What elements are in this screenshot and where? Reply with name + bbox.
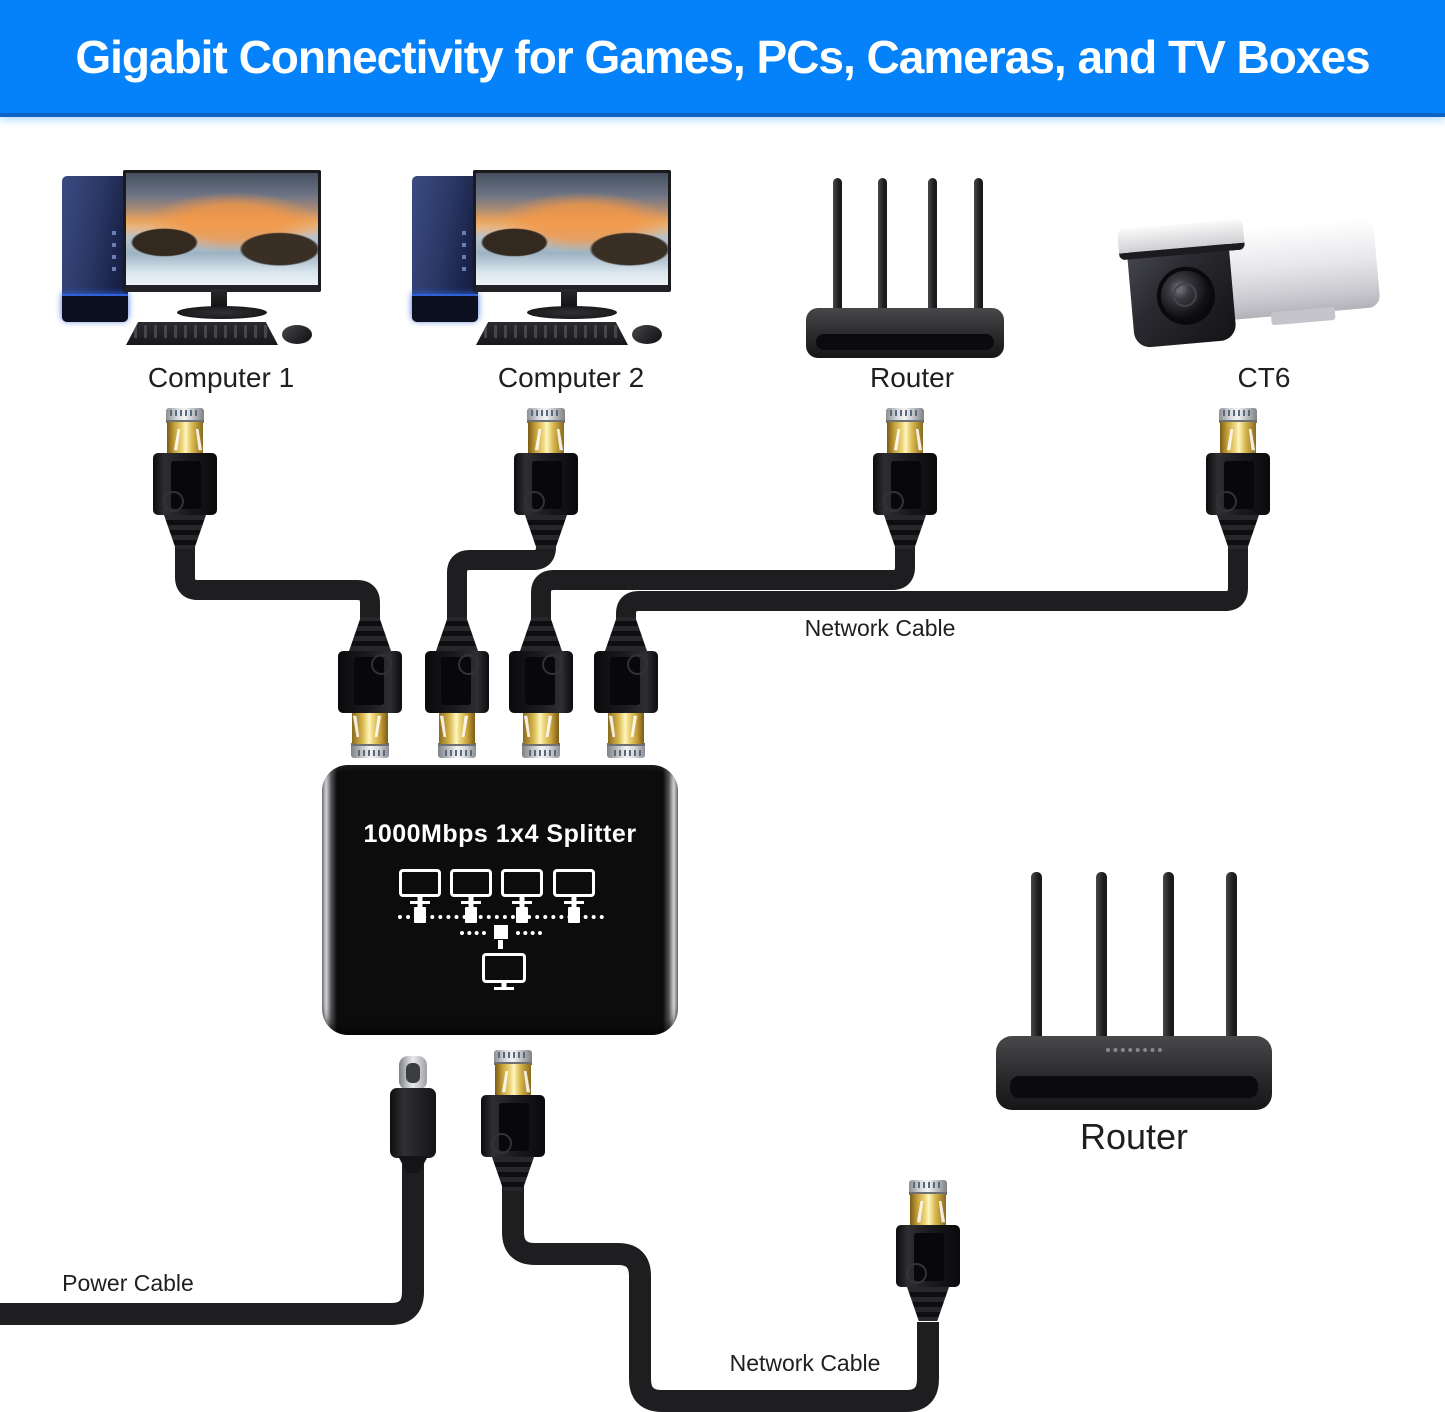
uplink-dotted-line [460, 931, 486, 935]
ct6-label: CT6 [1237, 362, 1291, 393]
splitter-title: 1000Mbps 1x4 Splitter [363, 820, 637, 848]
bus-plug-icon [465, 907, 477, 923]
network-cable-bottom-label: Network Cable [729, 1350, 881, 1376]
splitter-box: 1000Mbps 1x4 Splitter [322, 765, 678, 1035]
rj45-connector-computer2 [513, 408, 579, 550]
rj45-connector-splitter-uplink [480, 1050, 546, 1192]
router-top-label: Router [869, 362, 955, 393]
router-front-slot [1010, 1076, 1258, 1098]
keyboard-icon [126, 322, 278, 345]
ct6-camera-image [1116, 208, 1386, 356]
rj45-connector-port2 [424, 616, 490, 758]
router-body [996, 1036, 1272, 1110]
router-bottom-label: Router [1079, 1116, 1189, 1157]
rj45-connector-bottom-router [895, 1180, 961, 1322]
router-antenna [974, 178, 983, 314]
client-monitor-icon [501, 869, 543, 897]
router-antenna [833, 178, 842, 314]
page-title: Gigabit Connectivity for Games, PCs, Cam… [75, 30, 1370, 83]
uplink-dotted-line [516, 931, 542, 935]
pc-tower-icon [62, 176, 128, 322]
monitor-stand [211, 289, 227, 309]
camera-lens-icon [1154, 264, 1218, 328]
rj45-connector-computer1 [152, 408, 218, 550]
rj45-connector-port4 [593, 616, 659, 758]
bus-plug-icon [568, 907, 580, 923]
rj45-connector-port1 [337, 616, 403, 758]
usb-c-power-connector [390, 1056, 436, 1174]
monitor-base [177, 306, 267, 319]
source-monitor-icon [482, 953, 526, 983]
router-antenna [878, 178, 887, 314]
computer-1-label: Computer 1 [147, 362, 295, 393]
rj45-connector-router [872, 408, 938, 550]
router-body [806, 308, 1004, 358]
computer-2-image [408, 168, 671, 352]
client-monitor-icon [399, 869, 441, 897]
router-led-row [1106, 1048, 1162, 1052]
monitor-base [527, 306, 617, 319]
monitor-stand [561, 289, 577, 309]
monitor-icon [473, 170, 671, 292]
router-antenna [1031, 872, 1042, 1040]
keyboard-icon [476, 322, 628, 345]
router-antenna [1226, 872, 1237, 1040]
client-monitor-icon [553, 869, 595, 897]
bus-plug-icon [516, 907, 528, 923]
computer-1-image [58, 168, 321, 352]
mouse-icon [282, 325, 312, 344]
router-antenna [1163, 872, 1174, 1040]
bus-plug-icon [414, 907, 426, 923]
client-monitor-icon [450, 869, 492, 897]
cable-router-to-splitter [531, 538, 915, 622]
pc-tower-icon [412, 176, 478, 322]
rj45-connector-port3 [508, 616, 574, 758]
computer-2-label: Computer 2 [497, 362, 645, 393]
mouse-icon [632, 325, 662, 344]
router-front-slot [816, 334, 994, 350]
router-antenna [928, 178, 937, 314]
power-cable-label: Power Cable [62, 1270, 194, 1296]
network-bus-line [398, 915, 604, 919]
uplink-node [494, 925, 508, 939]
router-antenna [1096, 872, 1107, 1040]
header-banner: Gigabit Connectivity for Games, PCs, Cam… [0, 0, 1445, 117]
monitor-icon [123, 170, 321, 292]
cable-ct6-to-splitter [616, 540, 1248, 622]
rj45-connector-ct6 [1205, 408, 1271, 550]
uplink-stem [498, 940, 503, 949]
network-cable-top-label: Network Cable [804, 615, 956, 641]
